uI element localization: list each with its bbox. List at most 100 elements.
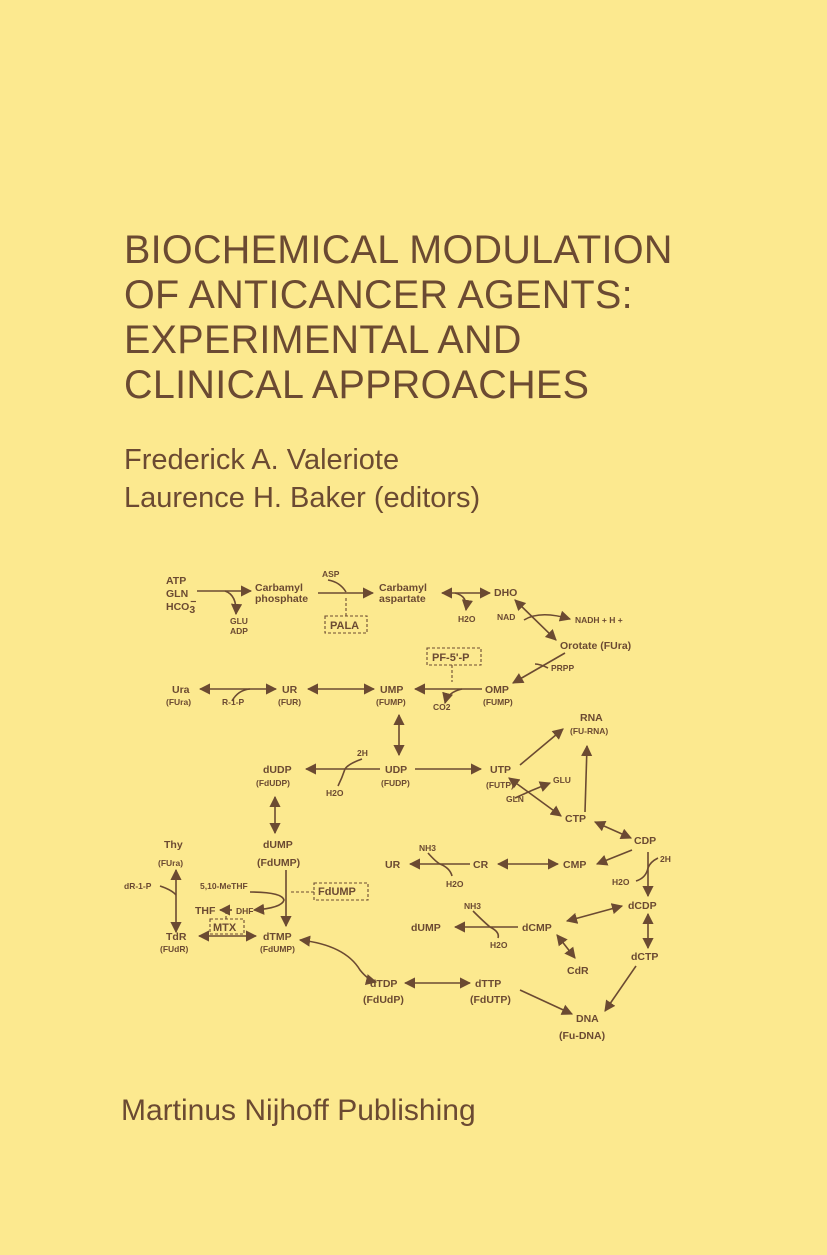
arrow-utp-ctp <box>508 777 562 817</box>
cr-label: CR <box>473 859 489 871</box>
nadh-label: NADH + H + <box>575 615 623 625</box>
thy-sub: (FUra) <box>158 858 183 868</box>
ump-sub: (FUMP) <box>376 697 406 707</box>
thf-label: THF <box>195 905 216 917</box>
arrow-2h-right <box>635 857 659 882</box>
arrow-prpp <box>534 663 549 669</box>
dhf-label: DHF <box>236 906 253 916</box>
arrow-dcmp-cdr <box>556 934 576 959</box>
book-title: BIOCHEMICAL MODULATION OF ANTICANCER AGE… <box>124 228 673 408</box>
ura-label: Ura <box>172 684 190 696</box>
gln-label: GLN <box>166 588 188 600</box>
arrow-dho-orotate <box>514 599 557 641</box>
fdump-box-label: FdUMP <box>318 886 356 898</box>
dudp-sub: (FdUDP) <box>256 778 290 788</box>
arrow-nh3-h2o-b <box>472 910 500 939</box>
carbamyl-aspartate-label-2: aspartate <box>379 593 426 605</box>
utp-sub: (FUTP) <box>486 780 514 790</box>
dna-sub: (Fu-DNA) <box>559 1030 605 1042</box>
arrow-asp <box>327 579 347 593</box>
dna-label: DNA <box>576 1013 599 1025</box>
2h-label-top: 2H <box>357 748 368 758</box>
h2o-label-d: H2O <box>446 879 464 889</box>
title-line-2: OF ANTICANCER AGENTS: <box>124 273 633 317</box>
ctp-label: CTP <box>565 813 586 825</box>
h2o-label-b: H2O <box>326 788 344 798</box>
arrow-r1p <box>231 688 251 702</box>
arrow-co2 <box>442 688 463 705</box>
arrow-orotate-omp <box>512 652 566 684</box>
h2o-label-c: H2O <box>612 877 630 887</box>
dr1p-label: dR-1-P <box>124 881 152 891</box>
co2-label: CO2 <box>433 702 451 712</box>
glu-label-b: GLU <box>553 775 571 785</box>
mthf-label: 5,10-MeTHF <box>200 881 248 891</box>
fdump-box <box>313 882 369 901</box>
arrow-nad-nadh <box>523 610 572 622</box>
nh3-label-a: NH3 <box>419 843 436 853</box>
cdr-label: CdR <box>567 965 589 977</box>
title-line-3: EXPERIMENTAL AND <box>124 318 522 362</box>
rna-sub: (FU-RNA) <box>570 726 608 736</box>
adp-label: ADP <box>230 626 248 636</box>
utp-label: UTP <box>490 764 511 776</box>
dump-label-b: dUMP <box>411 922 441 934</box>
omp-sub: (FUMP) <box>483 697 513 707</box>
arrow-dr1p <box>159 885 177 896</box>
dcdp-label: dCDP <box>628 900 657 912</box>
publisher: Martinus Nijhoff Publishing <box>121 1094 476 1127</box>
arrow-2h-h2o <box>337 758 363 787</box>
udp-sub: (FUDP) <box>381 778 410 788</box>
dho-label: DHO <box>494 587 517 599</box>
dttp-sub: (FdUTP) <box>470 994 511 1006</box>
nh3-label-b: NH3 <box>464 901 481 911</box>
arrow-nh3-h2o-a <box>427 852 453 877</box>
arrow-cdp-cmp <box>595 849 633 866</box>
ump-label: UMP <box>380 684 403 696</box>
editor-1: Frederick A. Valeriote <box>124 444 400 476</box>
dump-sub-top: (FdUMP) <box>257 857 300 869</box>
dttp-label: dTTP <box>475 978 501 990</box>
arrow-gln-glu <box>514 781 552 799</box>
editor-2: Laurence H. Baker (editors) <box>124 482 481 514</box>
dump-label-top: dUMP <box>263 839 293 851</box>
ura-sub: (FUra) <box>166 697 191 707</box>
title-line-4: CLINICAL APPROACHES <box>124 363 590 407</box>
pathway-arrows <box>159 579 659 1015</box>
arrow-dttp-dna <box>519 989 574 1015</box>
arrow-dtmp-dtdp <box>298 935 378 985</box>
ur-label: UR <box>282 684 298 696</box>
glu-label-top: GLU <box>230 616 248 626</box>
pf5p-label: PF-5'-P <box>432 652 469 664</box>
udp-label: UDP <box>385 764 407 776</box>
dctp-label: dCTP <box>631 951 658 963</box>
r1p-label: R-1-P <box>222 697 245 707</box>
mtx-label: MTX <box>213 922 237 934</box>
cdp-label: CDP <box>634 835 656 847</box>
atp-label: ATP <box>166 575 186 587</box>
rna-label: RNA <box>580 712 603 724</box>
dudp-label: dUDP <box>263 764 292 776</box>
h2o-label-a: H2O <box>458 614 476 624</box>
dtmp-sub: (FdUMP) <box>260 944 295 954</box>
orotate-label: Orotate (FUra) <box>560 640 631 652</box>
dtdp-sub: (FdUdP) <box>363 994 404 1006</box>
dcmp-label: dCMP <box>522 922 552 934</box>
arrow-ctp-cdp <box>593 820 633 840</box>
prpp-label: PRPP <box>551 663 574 673</box>
arrow-glu-adp <box>224 590 243 616</box>
ur-sub: (FUR) <box>278 697 301 707</box>
tdr-label: TdR <box>166 931 187 943</box>
2h-label-right: 2H <box>660 854 671 864</box>
ur-label-b: UR <box>385 859 401 871</box>
dtdp-label: dTDP <box>370 978 397 990</box>
asp-label: ASP <box>322 569 340 579</box>
dtmp-label: dTMP <box>263 931 292 943</box>
carbamyl-phosphate-label-1: Carbamyl <box>255 582 303 594</box>
title-line-1: BIOCHEMICAL MODULATION <box>124 228 673 272</box>
carbamyl-aspartate-label-1: Carbamyl <box>379 582 427 594</box>
omp-label: OMP <box>485 684 509 696</box>
arrow-ctp-rna <box>581 744 593 813</box>
diagram-labels: ATP GLN HCO3− GLU ADP Carbamyl phosphate… <box>124 569 671 1042</box>
